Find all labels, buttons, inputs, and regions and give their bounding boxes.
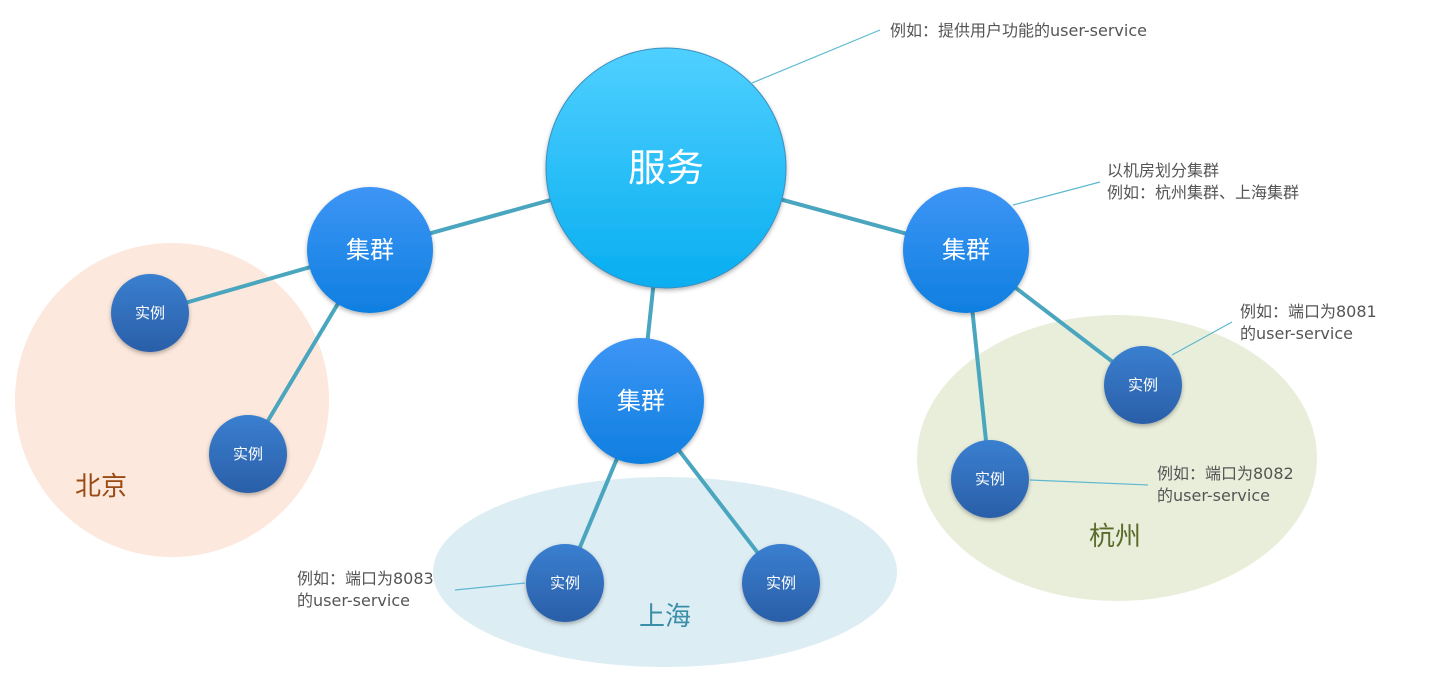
- instance-label: 实例: [975, 470, 1005, 488]
- annotation-8082-line1: 例如：端口为8082: [1157, 464, 1294, 483]
- annotation-service: 例如：提供用户功能的user-service: [890, 21, 1147, 40]
- instance-node[interactable]: 实例: [111, 274, 189, 352]
- region-label-beijing: 北京: [75, 472, 127, 502]
- annotation-8083-line1: 例如：端口为8083: [297, 569, 434, 588]
- instance-node[interactable]: 实例: [951, 440, 1029, 518]
- region-hangzhou: [917, 315, 1317, 601]
- annotation-8081-line1: 例如：端口为8081: [1240, 302, 1377, 321]
- instance-label: 实例: [1128, 376, 1158, 394]
- service-node[interactable]: 服务: [545, 47, 787, 289]
- region-label-shanghai: 上海: [639, 602, 691, 632]
- annotation-8081-line2: 的user-service: [1240, 324, 1353, 343]
- instance-node[interactable]: 实例: [1104, 346, 1182, 424]
- cluster-node-center[interactable]: 集群: [578, 338, 704, 464]
- cluster-label: 集群: [346, 236, 394, 264]
- cluster-label: 集群: [942, 236, 990, 264]
- leader-line: [1029, 479, 1149, 486]
- leader-line: [1171, 321, 1233, 356]
- instance-label: 实例: [550, 574, 580, 592]
- annotation-cluster-line1: 以机房划分集群: [1107, 161, 1219, 180]
- annotation-cluster-line2: 例如：杭州集群、上海集群: [1107, 183, 1299, 202]
- instance-node[interactable]: 实例: [742, 544, 820, 622]
- annotation-8083-line2: 的user-service: [297, 591, 410, 610]
- instance-label: 实例: [766, 574, 796, 592]
- instance-node[interactable]: 实例: [209, 415, 287, 493]
- cluster-node-right[interactable]: 集群: [903, 187, 1029, 313]
- region-label-hangzhou: 杭州: [1089, 522, 1141, 552]
- instance-label: 实例: [233, 445, 263, 463]
- leader-line: [454, 582, 526, 591]
- cluster-label: 集群: [617, 387, 665, 415]
- leader-line: [1012, 181, 1101, 206]
- instance-node[interactable]: 实例: [526, 544, 604, 622]
- annotation-8082-line2: 的user-service: [1157, 486, 1270, 505]
- leader-line: [751, 29, 881, 84]
- service-label: 服务: [628, 146, 704, 190]
- region-shanghai: [433, 477, 897, 667]
- instance-label: 实例: [135, 304, 165, 322]
- cluster-node-left[interactable]: 集群: [307, 187, 433, 313]
